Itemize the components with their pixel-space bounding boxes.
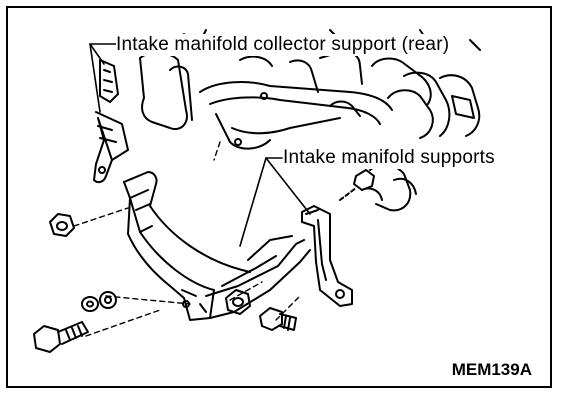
bolt-lower-left [33,321,89,353]
fastener-guides [73,141,301,337]
angled-manifold-support [301,205,353,307]
nut-left [49,213,75,237]
collector-support-rear-bracket [93,59,129,184]
intake-manifold-engine [139,29,481,212]
figure-code: MEM139A [451,360,532,379]
label-manifold-supports: Intake manifold supports [283,147,495,169]
leader-lines [89,43,311,247]
diagram-frame [6,6,552,388]
label-collector-support-rear: Intake manifold collector support (rear) [116,34,450,56]
bolt-center [259,307,297,331]
washers [81,291,117,312]
curved-manifold-support [123,171,311,321]
nut-center [225,289,251,315]
bolt-upper-right [339,169,375,201]
